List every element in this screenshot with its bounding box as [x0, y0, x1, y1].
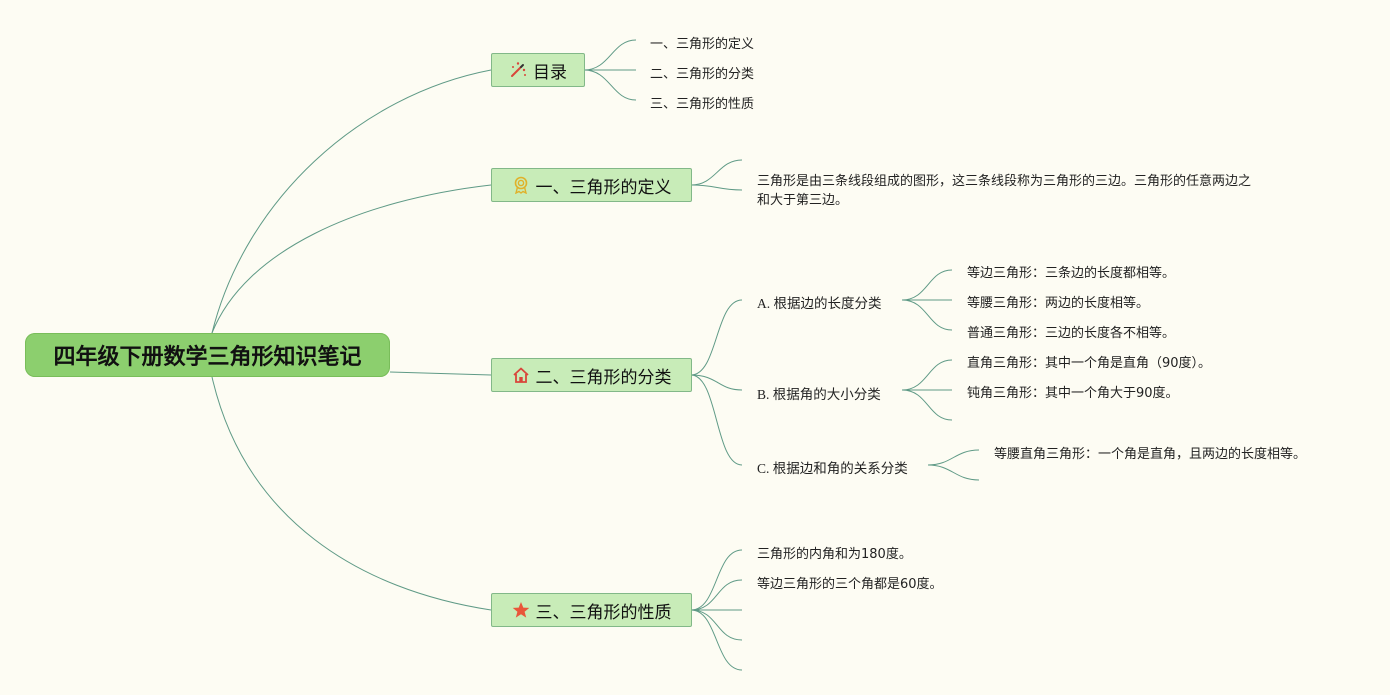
branch-definition-label: 一、三角形的定义: [535, 177, 672, 198]
branch-properties-label: 三、三角形的性质: [535, 602, 672, 623]
classification-item[interactable]: 直角三角形：其中一个角是直角（90度）。: [967, 356, 1212, 371]
link-root-properties: [211, 376, 492, 611]
classification-item[interactable]: 钝角三角形：其中一个角大于90度。: [967, 386, 1179, 401]
star-icon: [512, 601, 530, 619]
classification-group-label[interactable]: C. 根据边和角的关系分类: [757, 461, 908, 476]
link-c-2: [927, 464, 980, 481]
link-class-b: [690, 374, 743, 391]
classification-item[interactable]: 等腰直角三角形：一个角是直角，且两边的长度相等。: [994, 447, 1307, 462]
link-toc-1: [583, 39, 637, 71]
definition-text[interactable]: 三角形是由三条线段组成的图形，这三条线段称为三角形的三边。三角形的任意两边之和大…: [757, 174, 1252, 208]
link-class-a: [690, 299, 743, 376]
link-class-c: [690, 374, 743, 466]
link-b-3: [901, 389, 953, 421]
branch-toc-label: 目录: [533, 62, 567, 83]
property-item[interactable]: 等边三角形的三个角都是60度。: [757, 577, 943, 592]
toc-item[interactable]: 三、三角形的性质: [650, 97, 755, 112]
link-prop-1: [690, 549, 743, 611]
link-prop-5: [690, 609, 743, 671]
root-title: 四年级下册数学三角形知识笔记: [53, 345, 362, 370]
link-root-definition: [211, 184, 492, 334]
link-prop-4: [690, 609, 743, 641]
classification-item[interactable]: 普通三角形：三边的长度各不相等。: [967, 326, 1176, 341]
house-icon: [512, 366, 530, 384]
link-a-3: [901, 299, 953, 331]
link-toc-3: [583, 69, 637, 101]
toc-item[interactable]: 二、三角形的分类: [650, 67, 755, 82]
magic-wand-icon: [509, 61, 527, 79]
link-a-1: [901, 269, 953, 301]
link-root-classification: [389, 371, 492, 376]
branch-properties[interactable]: 三、三角形的性质: [491, 593, 692, 627]
award-badge-icon: [512, 176, 530, 194]
branch-toc[interactable]: 目录: [491, 53, 585, 87]
branch-classification-label: 二、三角形的分类: [535, 367, 672, 388]
branch-classification[interactable]: 二、三角形的分类: [491, 358, 692, 392]
link-def-1: [690, 159, 743, 186]
link-root-toc: [211, 69, 492, 334]
root-topic[interactable]: 四年级下册数学三角形知识笔记: [25, 333, 390, 377]
property-item[interactable]: 三角形的内角和为180度。: [757, 547, 912, 562]
classification-item[interactable]: 等腰三角形：两边的长度相等。: [967, 296, 1150, 311]
link-prop-2: [690, 579, 743, 611]
link-c-1: [927, 449, 980, 466]
classification-group-label[interactable]: B. 根据角的大小分类: [757, 387, 881, 402]
link-b-1: [901, 359, 953, 391]
link-def-2: [690, 184, 743, 191]
classification-item[interactable]: 等边三角形：三条边的长度都相等。: [967, 266, 1176, 281]
branch-definition[interactable]: 一、三角形的定义: [491, 168, 692, 202]
classification-group-label[interactable]: A. 根据边的长度分类: [757, 296, 882, 311]
toc-item[interactable]: 一、三角形的定义: [650, 37, 755, 52]
